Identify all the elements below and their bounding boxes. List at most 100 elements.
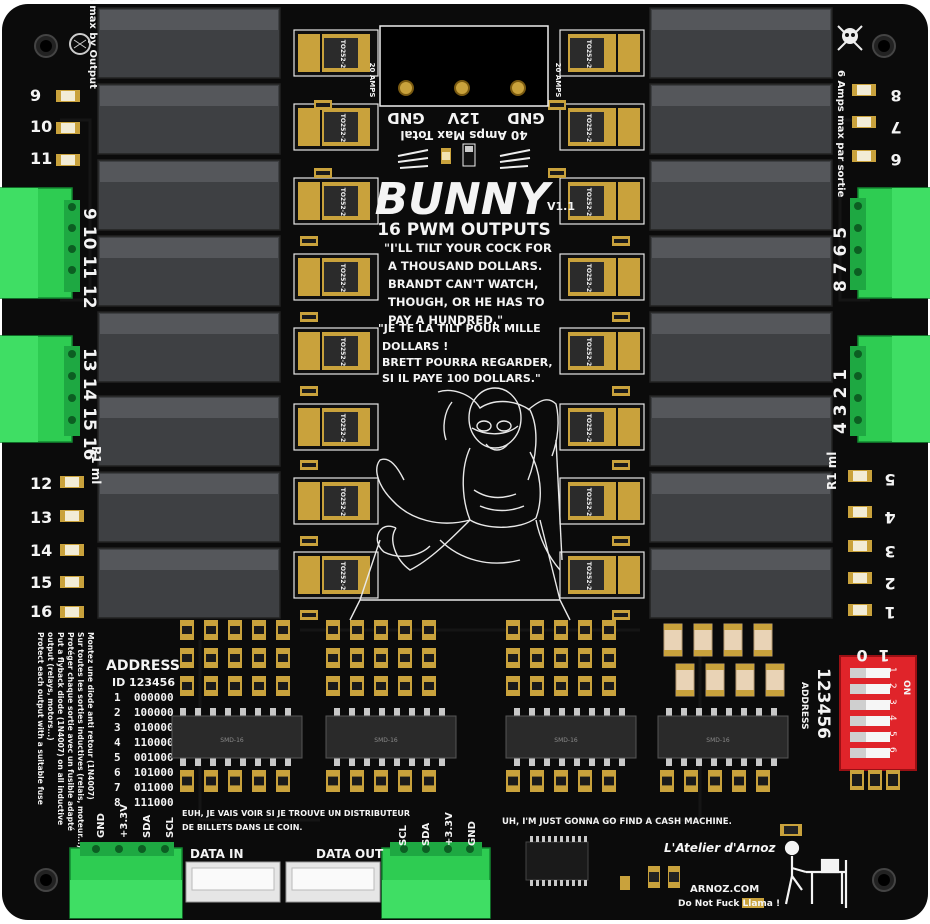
terminal-block-right-a[interactable]	[850, 187, 930, 299]
safety-note-line: Protéger chaque sortie avec un fusible a…	[66, 632, 75, 831]
smd-resistor	[530, 770, 544, 792]
smd-resistor	[506, 676, 520, 696]
smd-resistor	[180, 770, 194, 792]
mosfet: TO252-2	[293, 29, 379, 77]
dip-toggle[interactable]: 1	[850, 667, 897, 678]
brand-site: ARNOZ.COM	[690, 884, 759, 895]
led	[852, 116, 876, 128]
mosfet-label: TO252-2	[585, 488, 592, 516]
terminal-block-right-b[interactable]	[850, 335, 930, 443]
address-table: ADDRESS ID 123456 1 000000 2 100000 3 01…	[106, 658, 180, 809]
in-pin-label: SDA	[142, 814, 153, 838]
left-num: 10	[30, 117, 52, 136]
mosfet: TO252-2	[293, 253, 379, 301]
relay	[97, 471, 281, 543]
smd-resistor	[578, 648, 592, 668]
mosfet-label: TO252-2	[585, 414, 592, 442]
dip-toggle[interactable]: 3	[850, 699, 897, 710]
dip-position-number: 3	[887, 699, 897, 705]
driver-chip: SMD-16	[657, 708, 789, 766]
r1-left-label: R1 ml	[89, 446, 103, 484]
mosfet: TO252-2	[559, 29, 645, 77]
smd-resistor	[228, 648, 242, 668]
relay	[97, 83, 281, 155]
out-pin-label: GND	[467, 821, 478, 846]
mosfet-label: TO252-2	[339, 40, 346, 68]
skull-logo-right	[837, 25, 863, 51]
data-in-header[interactable]	[185, 861, 281, 903]
oshw-logo-left	[69, 33, 91, 55]
led	[60, 510, 84, 522]
quote-french: "JE TE LA TILT POUR MILLE DOLLARS ! BRET…	[378, 322, 553, 385]
smd-resistor	[374, 676, 388, 696]
power-limit-note: 40 Amps Max Total	[400, 128, 527, 142]
smd-resistor	[554, 648, 568, 668]
right-num: 4	[884, 508, 895, 527]
smd-resistor	[374, 648, 388, 668]
address-title: ADDRESS	[106, 658, 180, 674]
smd-capacitor	[663, 623, 683, 657]
smd-resistor	[506, 648, 520, 668]
amps-right-label: 20 AMPS	[554, 63, 562, 98]
quote-fr-line: DOLLARS !	[382, 340, 448, 353]
mosfet-label: TO252-2	[339, 264, 346, 292]
mosfet-label: TO252-2	[339, 188, 346, 216]
smd-resistor	[612, 236, 630, 246]
dip-toggle[interactable]: 6	[850, 747, 897, 758]
dip-switch[interactable]: ON 123456	[839, 655, 917, 790]
smd-resistor	[422, 648, 436, 668]
dip-toggle[interactable]: 5	[850, 731, 897, 742]
smd-resistor	[180, 676, 194, 696]
dip-one-label: 1	[878, 646, 889, 665]
dip-toggle[interactable]: 2	[850, 683, 897, 694]
data-out-terminal[interactable]	[381, 842, 491, 919]
quote-en-line: "I'LL TILT YOUR COCK FOR	[384, 241, 552, 255]
quote-english: "I'LL TILT YOUR COCK FOR A THOUSAND DOLL…	[384, 241, 552, 327]
address-row: 5 001000	[114, 751, 174, 764]
dip-toggle[interactable]: 4	[850, 715, 897, 726]
safety-note-line: Put a flyback diode (1N4007) on all indu…	[56, 632, 65, 825]
mosfet-label: TO252-2	[585, 114, 592, 142]
power-gnd-right-label: GND	[507, 109, 544, 127]
relays-right	[649, 7, 833, 619]
smd-resistor	[422, 770, 436, 792]
right-num: 2	[884, 574, 895, 593]
right-num: 5	[884, 470, 895, 489]
address-header: ID 123456	[112, 676, 175, 689]
smd-resistor	[578, 770, 592, 792]
mosfet: TO252-2	[559, 253, 645, 301]
mosfet: TO252-2	[559, 477, 645, 525]
smd-components	[180, 100, 785, 792]
terminal-left-b-numbers: 13 14 15 16	[79, 348, 99, 460]
address-row: 3 010000	[114, 721, 174, 734]
dip-position-number: 6	[887, 747, 897, 753]
relay	[649, 471, 833, 543]
joke-fr-line: EUH, JE VAIS VOIR SI JE TROUVE UN DISTRI…	[182, 809, 410, 818]
left-num: 13	[30, 508, 52, 527]
dip-position-number: 2	[887, 683, 897, 689]
smd-resistor	[530, 648, 544, 668]
smd-resistor	[252, 620, 266, 640]
safety-note-line: output (relays, motors...)	[46, 632, 55, 741]
terminal-block-left-a[interactable]	[0, 187, 80, 299]
smd-resistor	[602, 648, 616, 668]
data-in-terminal[interactable]	[69, 842, 183, 919]
in-pin-label: +3.3V	[119, 804, 130, 838]
smd-resistor	[506, 620, 520, 640]
smd-resistor	[554, 620, 568, 640]
power-connector: GND 12V GND 40 Amps Max Total 20 AMPS 20…	[368, 25, 562, 169]
smd-resistor	[350, 770, 364, 792]
left-num: 16	[30, 602, 52, 621]
left-num: 9	[30, 86, 41, 105]
right-output-numbers: 8 7 6 5 4 3 2 1	[884, 86, 901, 622]
smd-resistor	[204, 676, 218, 696]
data-out-header[interactable]	[285, 861, 381, 903]
address-row: 2 100000	[114, 706, 174, 719]
dip-position-number: 5	[887, 731, 897, 737]
mosfet-label: TO252-2	[339, 488, 346, 516]
terminal-block-left-b[interactable]	[0, 335, 80, 443]
safety-note-line: Sur toutes les sorties inductives (relai…	[76, 632, 85, 848]
